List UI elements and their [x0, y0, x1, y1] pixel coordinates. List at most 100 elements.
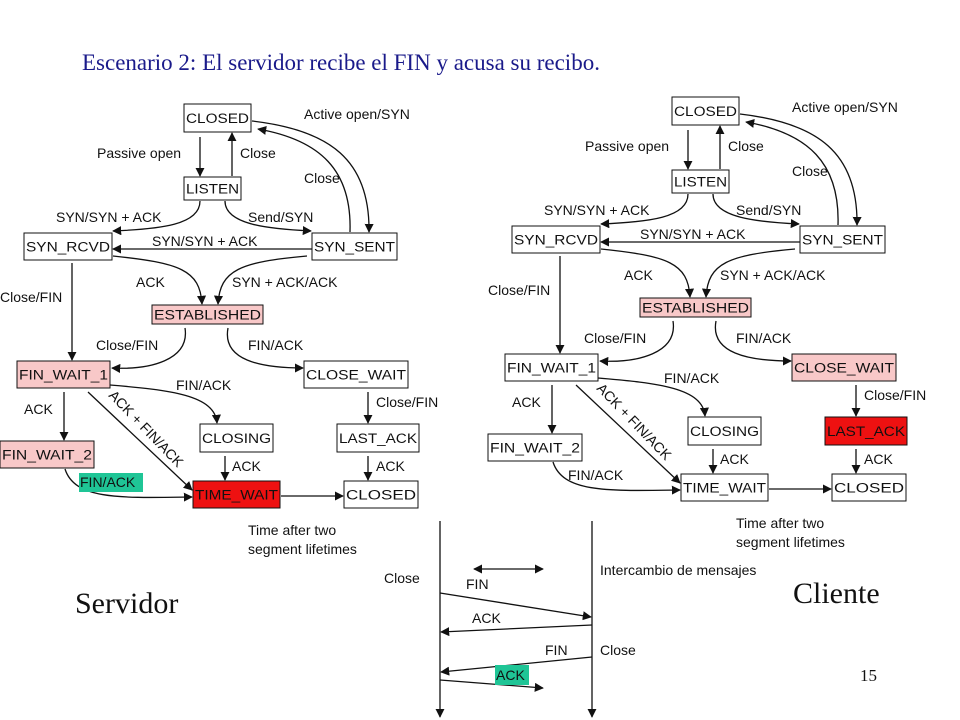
state-box: [183, 176, 242, 201]
servidor-state-diagram: CLOSED LISTEN SYN_RCVD SYN_SENT ESTABLISHED F…: [0, 103, 438, 557]
state-box: [687, 416, 762, 446]
label-close-synsent: Close: [304, 170, 340, 186]
transition-listen-to-synrcvd: [112, 200, 201, 236]
label-timeout-line2: segment lifetimes: [248, 541, 357, 557]
seq-close-left: Close: [384, 570, 420, 586]
state-box: [831, 473, 907, 502]
label-closing-ack: ACK: [720, 451, 749, 467]
label-close-listen: Close: [728, 138, 764, 154]
seq-close-right: Close: [600, 642, 636, 658]
seq-fin1: FIN: [466, 576, 489, 592]
state-established: ESTABLISHED: [639, 297, 752, 318]
label-synrcvd-close-fin: Close/FIN: [0, 289, 62, 305]
state-label: CLOSED: [346, 488, 416, 503]
label-lastack-ack: ACK: [864, 451, 893, 467]
label-listen-synrcvd: SYN/SYN + ACK: [56, 209, 162, 225]
transition-listen-to-synsent: [224, 200, 312, 236]
seq-ack2: ACK: [496, 667, 525, 683]
label-closewait-close-fin: Close/FIN: [376, 394, 438, 410]
state-box: [824, 416, 908, 446]
state-box: [487, 433, 583, 462]
label-syn-ack-ack: SYN + ACK/ACK: [232, 274, 338, 290]
label-active-open: Active open/SYN: [304, 106, 410, 122]
transition-finwait1-to-closing: [597, 377, 709, 417]
state-closed-top: CLOSED: [671, 96, 740, 126]
state-close-wait: CLOSE_WAIT: [303, 360, 409, 389]
cliente-caption: Cliente: [793, 577, 880, 610]
transition-synsent-to-closed: [257, 125, 351, 233]
transition-established-to-finwait1: [599, 320, 674, 366]
label-timeout-line1: Time after two: [248, 522, 336, 538]
seq-exchange-label: Intercambio de mensajes: [600, 562, 756, 578]
label-synrcvd-close-fin: Close/FIN: [488, 282, 550, 298]
state-fin-wait-1: FIN_WAIT_1: [16, 360, 111, 389]
label-passive-open: Passive open: [97, 145, 181, 161]
label-timeout-line1: Time after two: [736, 515, 824, 531]
state-syn-rcvd: SYN_RCVD: [511, 225, 601, 254]
state-closed-top: CLOSED: [183, 103, 252, 133]
state-box: [799, 225, 886, 254]
ack2-arrow: [439, 679, 544, 692]
state-label: FIN_WAIT_2: [490, 441, 580, 456]
fin-ack-highlight: [79, 473, 143, 492]
label-ack: ACK: [136, 274, 165, 290]
label-closing-ack: ACK: [232, 458, 261, 474]
state-box: [680, 473, 769, 502]
state-label: SYN_SENT: [314, 240, 395, 255]
label-passive-open: Passive open: [585, 138, 669, 154]
state-label: TIME_WAIT: [683, 481, 766, 496]
state-fin-wait-1: FIN_WAIT_1: [504, 353, 599, 382]
label-send-syn: Send/SYN: [248, 209, 313, 225]
seq-fin2: FIN: [545, 642, 568, 658]
transition-closed-to-synsent: [251, 120, 374, 233]
state-box: [336, 423, 420, 453]
label-ack-fin-ack: ACK + FIN/ACK: [106, 387, 187, 471]
label-close-synsent: Close: [792, 163, 828, 179]
transition-synrcvd-to-established: [600, 248, 695, 298]
state-label: FIN_WAIT_2: [2, 448, 92, 463]
transition-finwait2-to-closed2: [64, 468, 193, 502]
label-lastack-ack: ACK: [376, 458, 405, 474]
fin2-arrow: [440, 656, 593, 676]
state-established: ESTABLISHED: [151, 304, 264, 325]
state-box: [303, 360, 409, 389]
state-label: SYN_SENT: [802, 233, 883, 248]
state-closed-bottom: CLOSED: [343, 480, 419, 509]
state-label: CLOSED: [834, 481, 904, 496]
state-syn-rcvd: SYN_RCVD: [23, 232, 113, 261]
state-label: LAST_ACK: [827, 424, 905, 439]
label-closewait-close-fin: Close/FIN: [864, 387, 926, 403]
state-label: SYN_RCVD: [514, 233, 598, 248]
state-box: [639, 297, 752, 318]
transition-synrcvd-to-established: [112, 255, 207, 305]
state-close-wait: CLOSE_WAIT: [791, 353, 897, 382]
state-time-wait: TIME_WAIT: [680, 473, 769, 502]
state-closing: CLOSING: [687, 416, 762, 446]
transition-finwait1-to-closing: [109, 384, 221, 424]
state-last-ack: LAST_ACK: [824, 416, 908, 446]
state-label: CLOSE_WAIT: [794, 361, 894, 376]
label-est-fin-ack: FIN/ACK: [736, 330, 792, 346]
sequence-diagram: Close FIN ACK FIN Close ACK Intercambio …: [384, 521, 756, 718]
transition-synsent-to-closed: [745, 118, 839, 226]
label-timeout-line2: segment lifetimes: [736, 534, 845, 550]
transition-finwait1-to-timewait: [575, 384, 681, 484]
state-label: FIN_WAIT_1: [19, 368, 108, 383]
label-syn-ack-ack: SYN + ACK/ACK: [720, 267, 826, 283]
transition-synsent-to-established: [701, 248, 796, 298]
fin1-arrow: [439, 592, 592, 621]
page-number: 15: [860, 666, 877, 685]
state-fin-wait-2: FIN_WAIT_2: [0, 440, 95, 469]
state-syn-sent: SYN_SENT: [799, 225, 886, 254]
state-box: [192, 480, 281, 509]
state-box: [791, 353, 897, 382]
label-listen-synrcvd: SYN/SYN + ACK: [544, 202, 650, 218]
state-listen: LISTEN: [183, 176, 242, 201]
state-box: [343, 480, 419, 509]
state-fin-wait-2: FIN_WAIT_2: [487, 433, 583, 462]
state-box: [671, 169, 730, 194]
transition-synsent-to-established: [213, 255, 308, 305]
transition-listen-to-synsent: [712, 193, 800, 229]
